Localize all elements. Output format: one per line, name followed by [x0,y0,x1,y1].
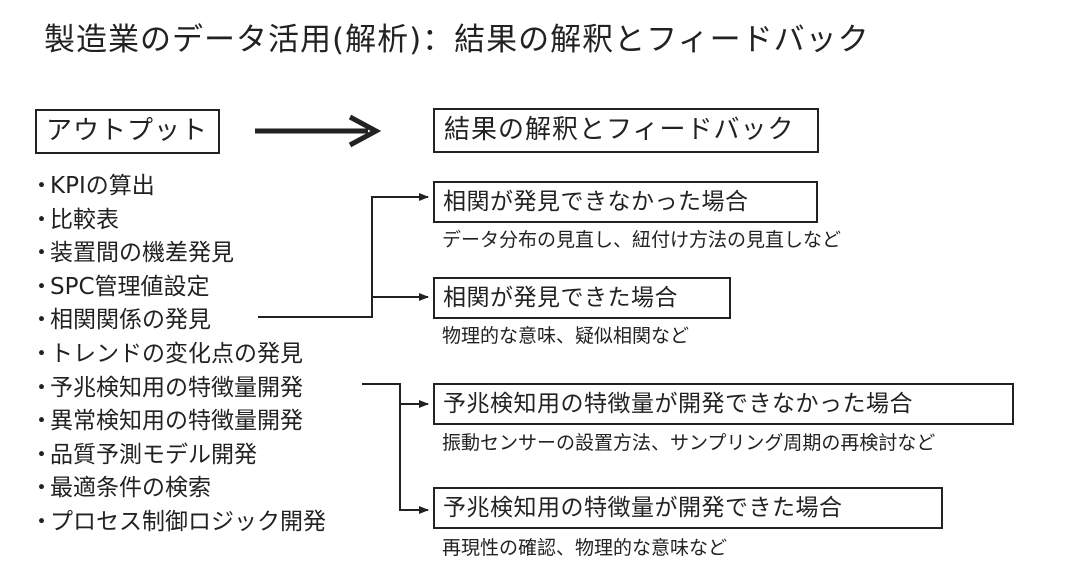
bullet-mark: ・ [30,340,53,367]
bullet-mark: ・ [30,475,53,502]
case-note-correlation-found: 物理的な意味、疑似相関など [442,325,690,347]
bullet-mark: ・ [30,173,53,199]
output-box: アウトプット [35,109,220,154]
output-list-item: ・装置間の機差発見 [30,237,326,271]
bullet-mark: ・ [30,273,53,300]
bullet-mark: ・ [30,240,53,267]
feedback-box: 結果の解釈とフィードバック [433,108,819,153]
bullet-mark: ・ [30,508,53,535]
feature-to-developed-connector [362,383,429,514]
correlation-to-not-found-connector [258,193,429,318]
output-list-label: 相関関係の発見 [50,307,211,334]
main-arrow [255,114,382,148]
bullet-mark: ・ [30,374,53,401]
output-list-item: ・予兆検知用の特徴量開発 [30,372,326,406]
case-note-feature-not-developed: 振動センサーの設置方法、サンプリング周期の再検討など [442,432,936,454]
output-list-item: ・最適条件の検索 [30,472,326,506]
case-box-correlation-found: 相関が発見できた場合 [433,277,731,319]
output-list-item: ・比較表 [30,204,326,238]
output-list-item: ・SPC管理値設定 [30,271,326,305]
output-list-item: ・KPIの算出 [30,170,326,204]
output-list-label: 品質予測モデル開発 [50,441,257,468]
output-list-label: 装置間の機差発見 [50,240,234,267]
case-note-feature-developed: 再現性の確認、物理的な意味など [442,537,728,559]
case-note-correlation-not-found: データ分布の見直し、紐付け方法の見直しなど [442,229,842,251]
page-title: 製造業のデータ活用(解析)：結果の解釈とフィードバック [44,22,870,58]
output-list-item: ・品質予測モデル開発 [30,439,326,473]
output-list-label: プロセス制御ロジック開発 [50,508,326,535]
output-list-item: ・異常検知用の特徴量開発 [30,405,326,439]
bullet-mark: ・ [30,206,53,233]
case-box-correlation-not-found: 相関が発見できなかった場合 [433,181,818,223]
output-list-item: ・トレンドの変化点の発見 [30,338,326,372]
output-list-label: 最適条件の検索 [50,475,211,502]
output-list-label: SPC管理値設定 [50,273,210,300]
bullet-mark: ・ [30,441,53,468]
output-list-label: トレンドの変化点の発見 [50,340,303,367]
case-box-feature-not-developed: 予兆検知用の特徴量が開発できなかった場合 [433,383,1014,425]
output-list-label: 異常検知用の特徴量開発 [50,408,303,435]
output-list-item: ・プロセス制御ロジック開発 [30,506,326,540]
output-list-label: 予兆検知用の特徴量開発 [50,374,303,401]
bullet-mark: ・ [30,408,53,435]
output-list: ・KPIの算出・比較表・装置間の機差発見・SPC管理値設定・相関関係の発見・トレ… [30,170,326,540]
main-arrow-head [348,114,382,148]
output-list-label: 比較表 [50,206,119,233]
bullet-mark: ・ [30,307,53,334]
output-list-label: KPIの算出 [50,173,155,199]
case-box-feature-developed: 予兆検知用の特徴量が開発できた場合 [433,487,943,529]
output-list-item: ・相関関係の発見 [30,304,326,338]
